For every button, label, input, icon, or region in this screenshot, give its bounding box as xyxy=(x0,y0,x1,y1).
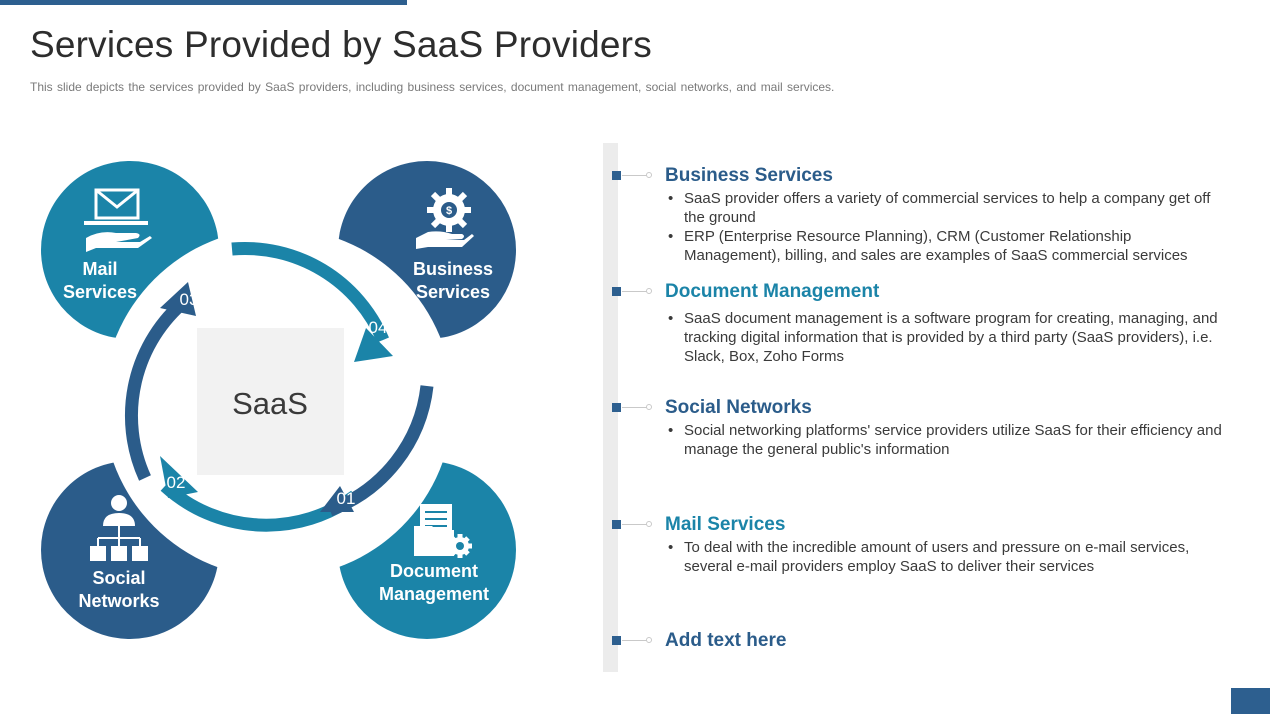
center-box xyxy=(197,328,344,475)
add-text-heading: Add text here xyxy=(665,630,787,651)
arrow-04-to-01 xyxy=(327,385,434,517)
step-number-04: 04 xyxy=(369,318,388,337)
mail-services-label-line2: Services xyxy=(63,282,137,302)
timeline-connector xyxy=(622,291,648,292)
business-services-label-line2: Services xyxy=(416,282,490,302)
arrow-head-04 xyxy=(354,328,393,362)
document-management-label-line2: Management xyxy=(379,584,489,604)
list-item: SaaS provider offers a variety of commer… xyxy=(666,189,1226,227)
business-services-label-line1: Business xyxy=(413,259,493,279)
document-management-label-line1: Document xyxy=(390,561,478,581)
org-chart-person-icon xyxy=(90,495,148,561)
timeline-dot xyxy=(646,404,652,410)
slide-title: Services Provided by SaaS Providers xyxy=(30,24,652,65)
arrow-03-to-04 xyxy=(231,241,389,343)
timeline-track xyxy=(603,143,618,672)
timeline-marker xyxy=(612,403,621,412)
arrow-head-02 xyxy=(160,456,198,498)
document-management-heading: Document Management xyxy=(665,281,880,302)
mail-services-label-line1: Mail xyxy=(82,259,117,279)
timeline-connector xyxy=(622,175,648,176)
center-label: SaaS xyxy=(232,386,308,421)
timeline-dot xyxy=(646,288,652,294)
timeline-marker xyxy=(612,287,621,296)
timeline-connector xyxy=(622,524,648,525)
list-item: SaaS document management is a software p… xyxy=(666,309,1226,366)
step-number-02: 02 xyxy=(167,473,186,492)
timeline-marker xyxy=(612,520,621,529)
business-services-bullets: SaaS provider offers a variety of commer… xyxy=(666,189,1226,265)
slide-subtitle: This slide depicts the services provided… xyxy=(30,80,835,94)
social-networks-label-line1: Social xyxy=(92,568,145,588)
timeline-marker xyxy=(612,171,621,180)
timeline-connector xyxy=(622,640,648,641)
mail-services-heading: Mail Services xyxy=(665,514,786,535)
mail-services-bullets: To deal with the incredible amount of us… xyxy=(666,538,1226,576)
social-networks-heading: Social Networks xyxy=(665,397,812,418)
arrow-head-03 xyxy=(160,282,196,316)
timeline-dot xyxy=(646,637,652,643)
step-number-03: 03 xyxy=(180,290,199,309)
documents-gear-icon xyxy=(414,504,472,558)
document-management-bullets: SaaS document management is a software p… xyxy=(666,309,1226,366)
saas-cycle-diagram: SaaS 03 04 02 01 Mail Services $ Busines… xyxy=(41,161,516,639)
business-services-heading: Business Services xyxy=(665,165,833,186)
timeline-connector xyxy=(622,407,648,408)
step-number-01: 01 xyxy=(337,489,356,508)
timeline-marker xyxy=(612,636,621,645)
timeline-dot xyxy=(646,521,652,527)
gear-dollar-hand-icon: $ xyxy=(416,188,474,249)
svg-text:$: $ xyxy=(446,205,452,217)
list-item: To deal with the incredible amount of us… xyxy=(666,538,1226,576)
social-networks-bullets: Social networking platforms' service pro… xyxy=(666,421,1226,459)
top-accent-bar xyxy=(0,0,407,5)
timeline-dot xyxy=(646,172,652,178)
corner-accent-box xyxy=(1231,688,1270,714)
arrow-head-01 xyxy=(320,486,354,512)
list-item: ERP (Enterprise Resource Planning), CRM … xyxy=(666,227,1226,265)
mail-in-hand-icon xyxy=(84,188,152,252)
list-item: Social networking platforms' service pro… xyxy=(666,421,1226,459)
social-networks-label-line2: Networks xyxy=(78,591,159,611)
arrow-02-to-03 xyxy=(125,294,191,481)
